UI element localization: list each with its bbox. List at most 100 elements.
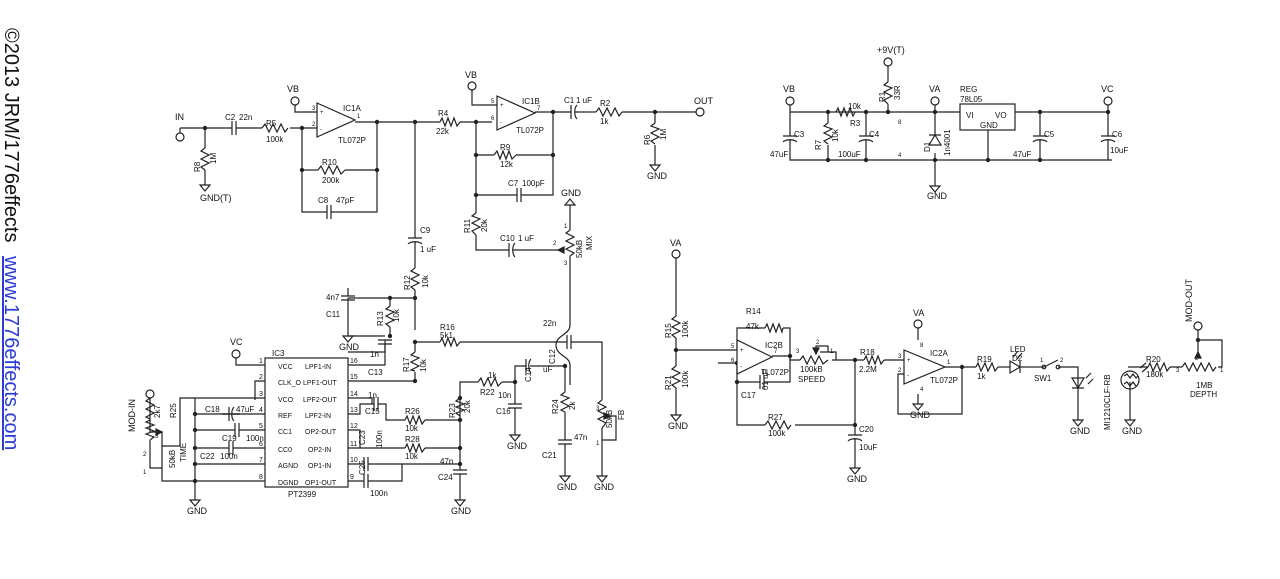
- label-ic2b-type: TL072P: [761, 368, 789, 377]
- label-r27: R27: [768, 413, 783, 422]
- label-r16: R16: [440, 323, 455, 332]
- resistor-r25: [144, 397, 156, 420]
- opamp-ic2b: [736, 339, 774, 375]
- label-r22-val: 1k: [488, 371, 497, 380]
- cap-c20: [847, 434, 863, 447]
- opamps: [316, 95, 947, 385]
- label-gnd-2: GND: [927, 191, 948, 201]
- resistor-r11: [470, 212, 482, 236]
- label-va: VA: [929, 84, 940, 94]
- label-c24: C24: [438, 473, 453, 482]
- label-c2-val: 22n: [239, 113, 252, 122]
- pt-num-11: 11: [350, 441, 357, 448]
- resistor-r6: [649, 122, 661, 145]
- pt-pin-cc0: CC0: [278, 447, 292, 454]
- label-fb-val: 50kB: [605, 410, 614, 428]
- pin-depth-1: 1: [1220, 368, 1224, 374]
- cap-c12: [558, 335, 580, 349]
- resistor-r19: [975, 361, 999, 373]
- cap-c3: [782, 135, 798, 150]
- label-r24: R24: [551, 399, 560, 414]
- label-ic1b: IC1B: [522, 97, 540, 106]
- pin-reg-4: 4: [898, 153, 902, 159]
- label-c14: C14: [524, 367, 533, 382]
- label-vb-2: VB: [465, 70, 477, 80]
- vb-terminal-icon: [290, 96, 300, 106]
- label-c13-val: 1n: [370, 350, 379, 359]
- label-78l05: 78L05: [960, 95, 983, 104]
- pt-num-14: 14: [350, 391, 358, 398]
- led-d2: [1009, 359, 1024, 375]
- pin-ic2a-minus: -: [907, 373, 909, 379]
- pin-speed-3: 3: [796, 349, 800, 355]
- va2-terminal-icon: [671, 249, 681, 259]
- label-reg-vo: VO: [995, 111, 1007, 120]
- label-gnd-5: GND: [507, 441, 528, 451]
- pot-mix: [564, 229, 576, 257]
- label-r6-val: 1M: [659, 129, 668, 140]
- label-c9: C9: [420, 226, 431, 235]
- label-vc: VC: [1101, 84, 1114, 94]
- opamp-pins: 3 2 1 + - 5 6 7 + - 5 6 7 + - 3 2 1 8 4 …: [143, 99, 1224, 476]
- label-r21: R21: [664, 375, 673, 390]
- label-c15-val: 1n: [368, 391, 377, 400]
- pt-pin-op2out: OP2-OUT: [305, 429, 337, 436]
- pt-num-3: 3: [259, 391, 263, 398]
- mod-in-jack-icon: [145, 389, 155, 399]
- pt-pin-clko: CLK_O: [278, 380, 302, 387]
- cap-c2: [223, 121, 245, 135]
- label-r7-val: 10k: [831, 128, 840, 142]
- label-c21: C21: [542, 451, 557, 460]
- cap-c13: [348, 339, 392, 353]
- label-d1-val: 1n4001: [943, 129, 952, 156]
- cap-c25: [362, 474, 370, 488]
- cap-c18: [222, 406, 240, 422]
- resistor-r1: [882, 81, 894, 105]
- label-r4: R4: [438, 109, 449, 118]
- label-c8: C8: [318, 196, 329, 205]
- pt-pin-lpf1in: LPF1-IN: [305, 364, 331, 371]
- label-gnd-14: GND: [1122, 426, 1143, 436]
- label-gnd-13: GND: [1070, 426, 1091, 436]
- pin-ic2a-1: 1: [947, 360, 951, 366]
- cap-c23: [358, 457, 374, 471]
- label-r20: R20: [1146, 355, 1161, 364]
- label-r12: R12: [403, 275, 412, 290]
- label-r19: R19: [977, 355, 992, 364]
- label-r1: R1: [878, 91, 887, 102]
- pt-num-12: 12: [350, 423, 358, 430]
- pt-pin-cc1: CC1: [278, 429, 292, 436]
- label-speed: SPEED: [798, 375, 825, 384]
- led-indicator: [1070, 377, 1086, 390]
- label-c23-val: 100n: [375, 430, 384, 448]
- cap-c17: [758, 375, 766, 389]
- vb3-terminal-icon: [785, 96, 795, 106]
- label-d2: D2: [1012, 354, 1023, 363]
- pin-ic2b-plus: +: [740, 348, 744, 354]
- pt-pin-lpf2out: LPF2-OUT: [303, 397, 338, 404]
- label-c11-val: 4n7: [326, 293, 340, 302]
- resistors: [144, 81, 1171, 454]
- resistor-r9: [493, 149, 517, 161]
- label-r25-val: 2k7: [153, 405, 162, 418]
- label-led: LED: [1010, 345, 1026, 354]
- label-c2: C2: [225, 113, 236, 122]
- cap-c10: [500, 242, 522, 258]
- cap-c24: [453, 469, 467, 484]
- pt-pin-vco: VCO: [278, 397, 294, 404]
- pin-mix-3: 3: [564, 261, 568, 267]
- label-r11: R11: [463, 218, 472, 233]
- label-r18-val: 2.2M: [859, 365, 877, 374]
- label-r15: R15: [664, 323, 673, 338]
- label-r9: R9: [500, 143, 511, 152]
- resistor-r8: [199, 147, 211, 171]
- label-vc-2: VC: [230, 337, 243, 347]
- label-r9-val: 12k: [500, 160, 514, 169]
- label-gnd-11: GND: [847, 474, 868, 484]
- label-gnd-8: GND: [451, 506, 472, 516]
- resistor-r22: [477, 376, 503, 388]
- label-r26: R26: [405, 407, 420, 416]
- pin-ic2b-6: 6: [731, 358, 735, 364]
- pt-pin-op2in: OP2-IN: [308, 447, 331, 454]
